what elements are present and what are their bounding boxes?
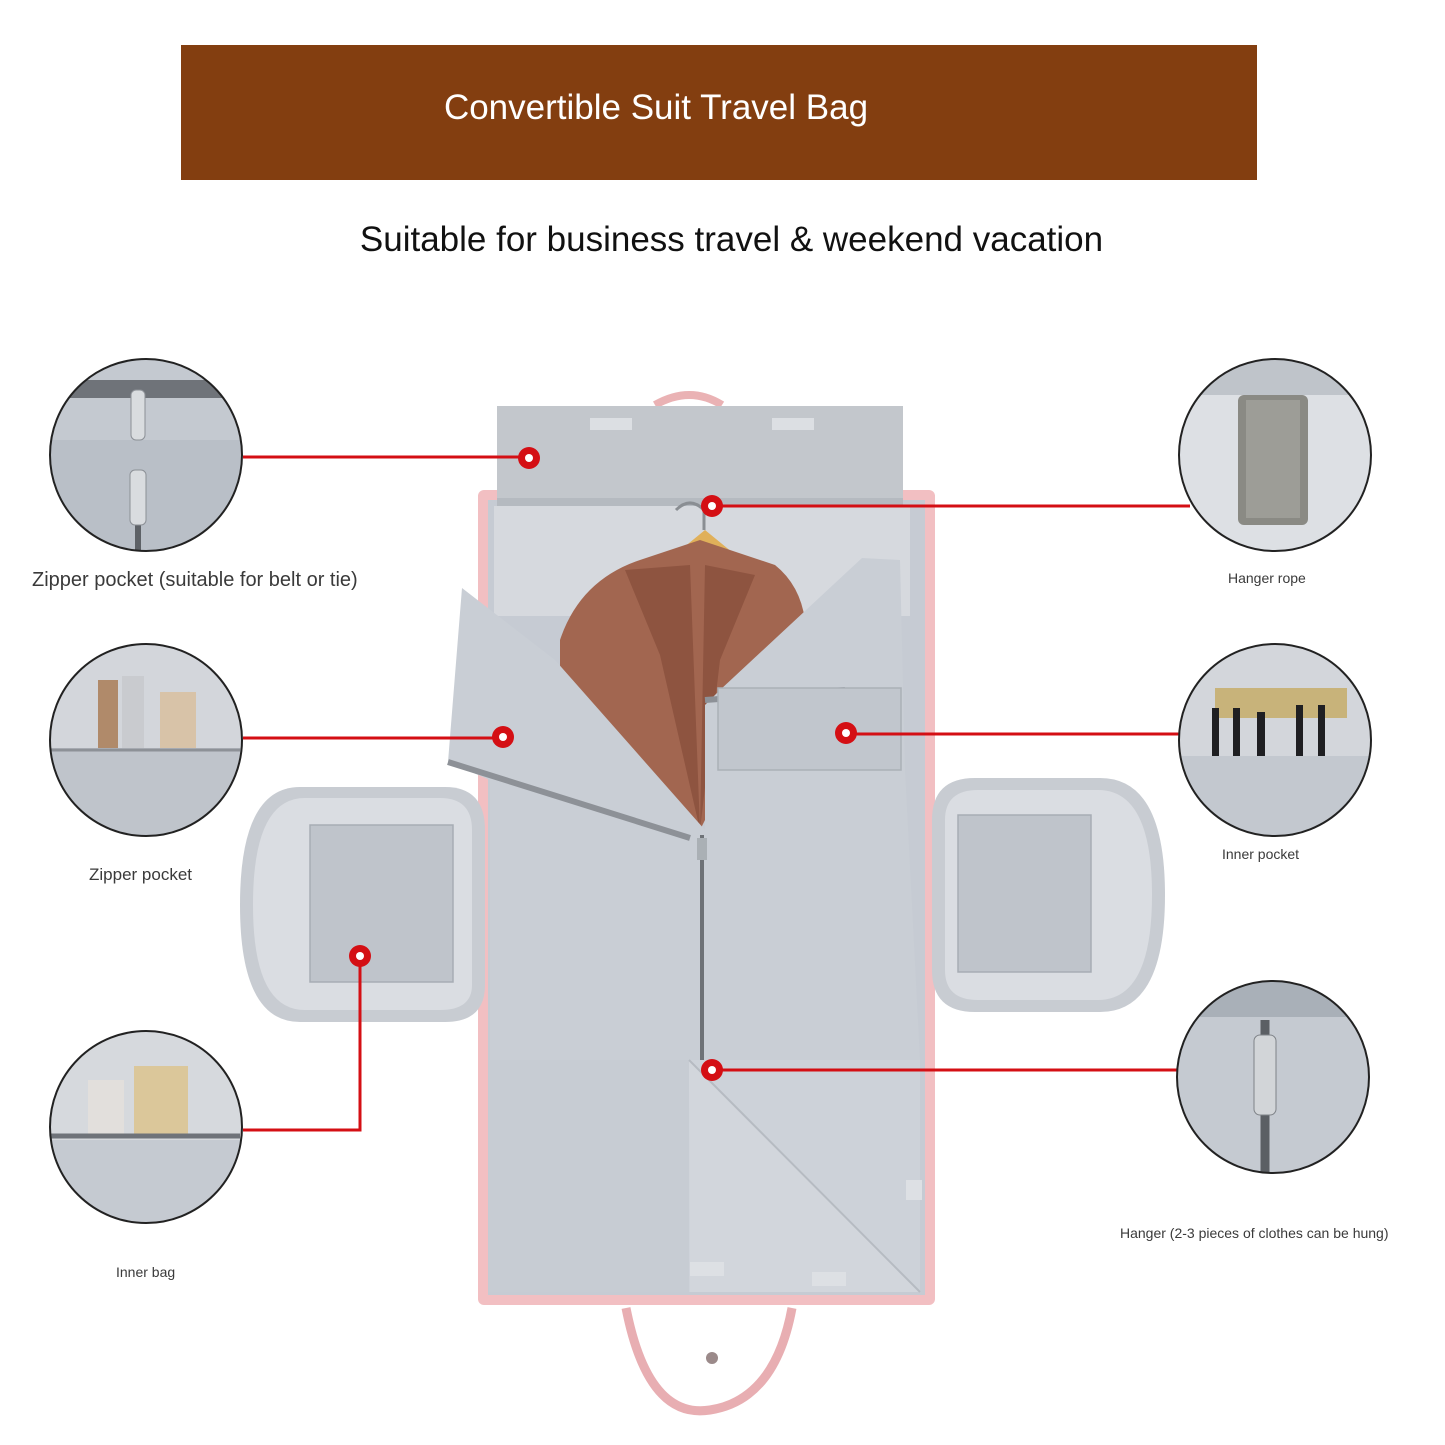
detail-zipper-pocket — [49, 643, 243, 837]
title-banner — [181, 45, 1257, 180]
label-zipper-pocket: Zipper pocket — [89, 865, 192, 884]
detail-hanger — [1176, 980, 1370, 1174]
label-inner-bag: Inner bag — [116, 1264, 176, 1280]
marker-dot — [835, 722, 857, 744]
label-hanger: Hanger (2-3 pieces of clothes can be hun… — [1120, 1225, 1389, 1241]
detail-inner-bag — [49, 1030, 243, 1224]
detail-inner-pocket — [1178, 643, 1372, 837]
leader-lines — [243, 455, 1190, 1132]
marker-dot — [492, 726, 514, 748]
marker-dot — [701, 495, 723, 517]
open-garment-bag — [447, 391, 935, 1416]
marker-dot — [349, 945, 371, 967]
marker-dot — [701, 1059, 723, 1081]
label-hanger-rope: Hanger rope — [1228, 570, 1306, 586]
detail-hanger-rope — [1178, 358, 1372, 552]
markers — [349, 447, 857, 1081]
label-zipper-pocket-belt: Zipper pocket (suitable for belt or tie) — [32, 569, 358, 591]
label-inner-pocket: Inner pocket — [1222, 846, 1300, 862]
right-side-pouch — [932, 778, 1165, 1012]
page-title: Convertible Suit Travel Bag — [443, 88, 869, 127]
left-side-pouch — [240, 787, 485, 1022]
marker-dot — [518, 447, 540, 469]
page-subtitle: Suitable for business travel & weekend v… — [359, 220, 1104, 259]
detail-zipper-pocket-belt — [49, 358, 243, 552]
